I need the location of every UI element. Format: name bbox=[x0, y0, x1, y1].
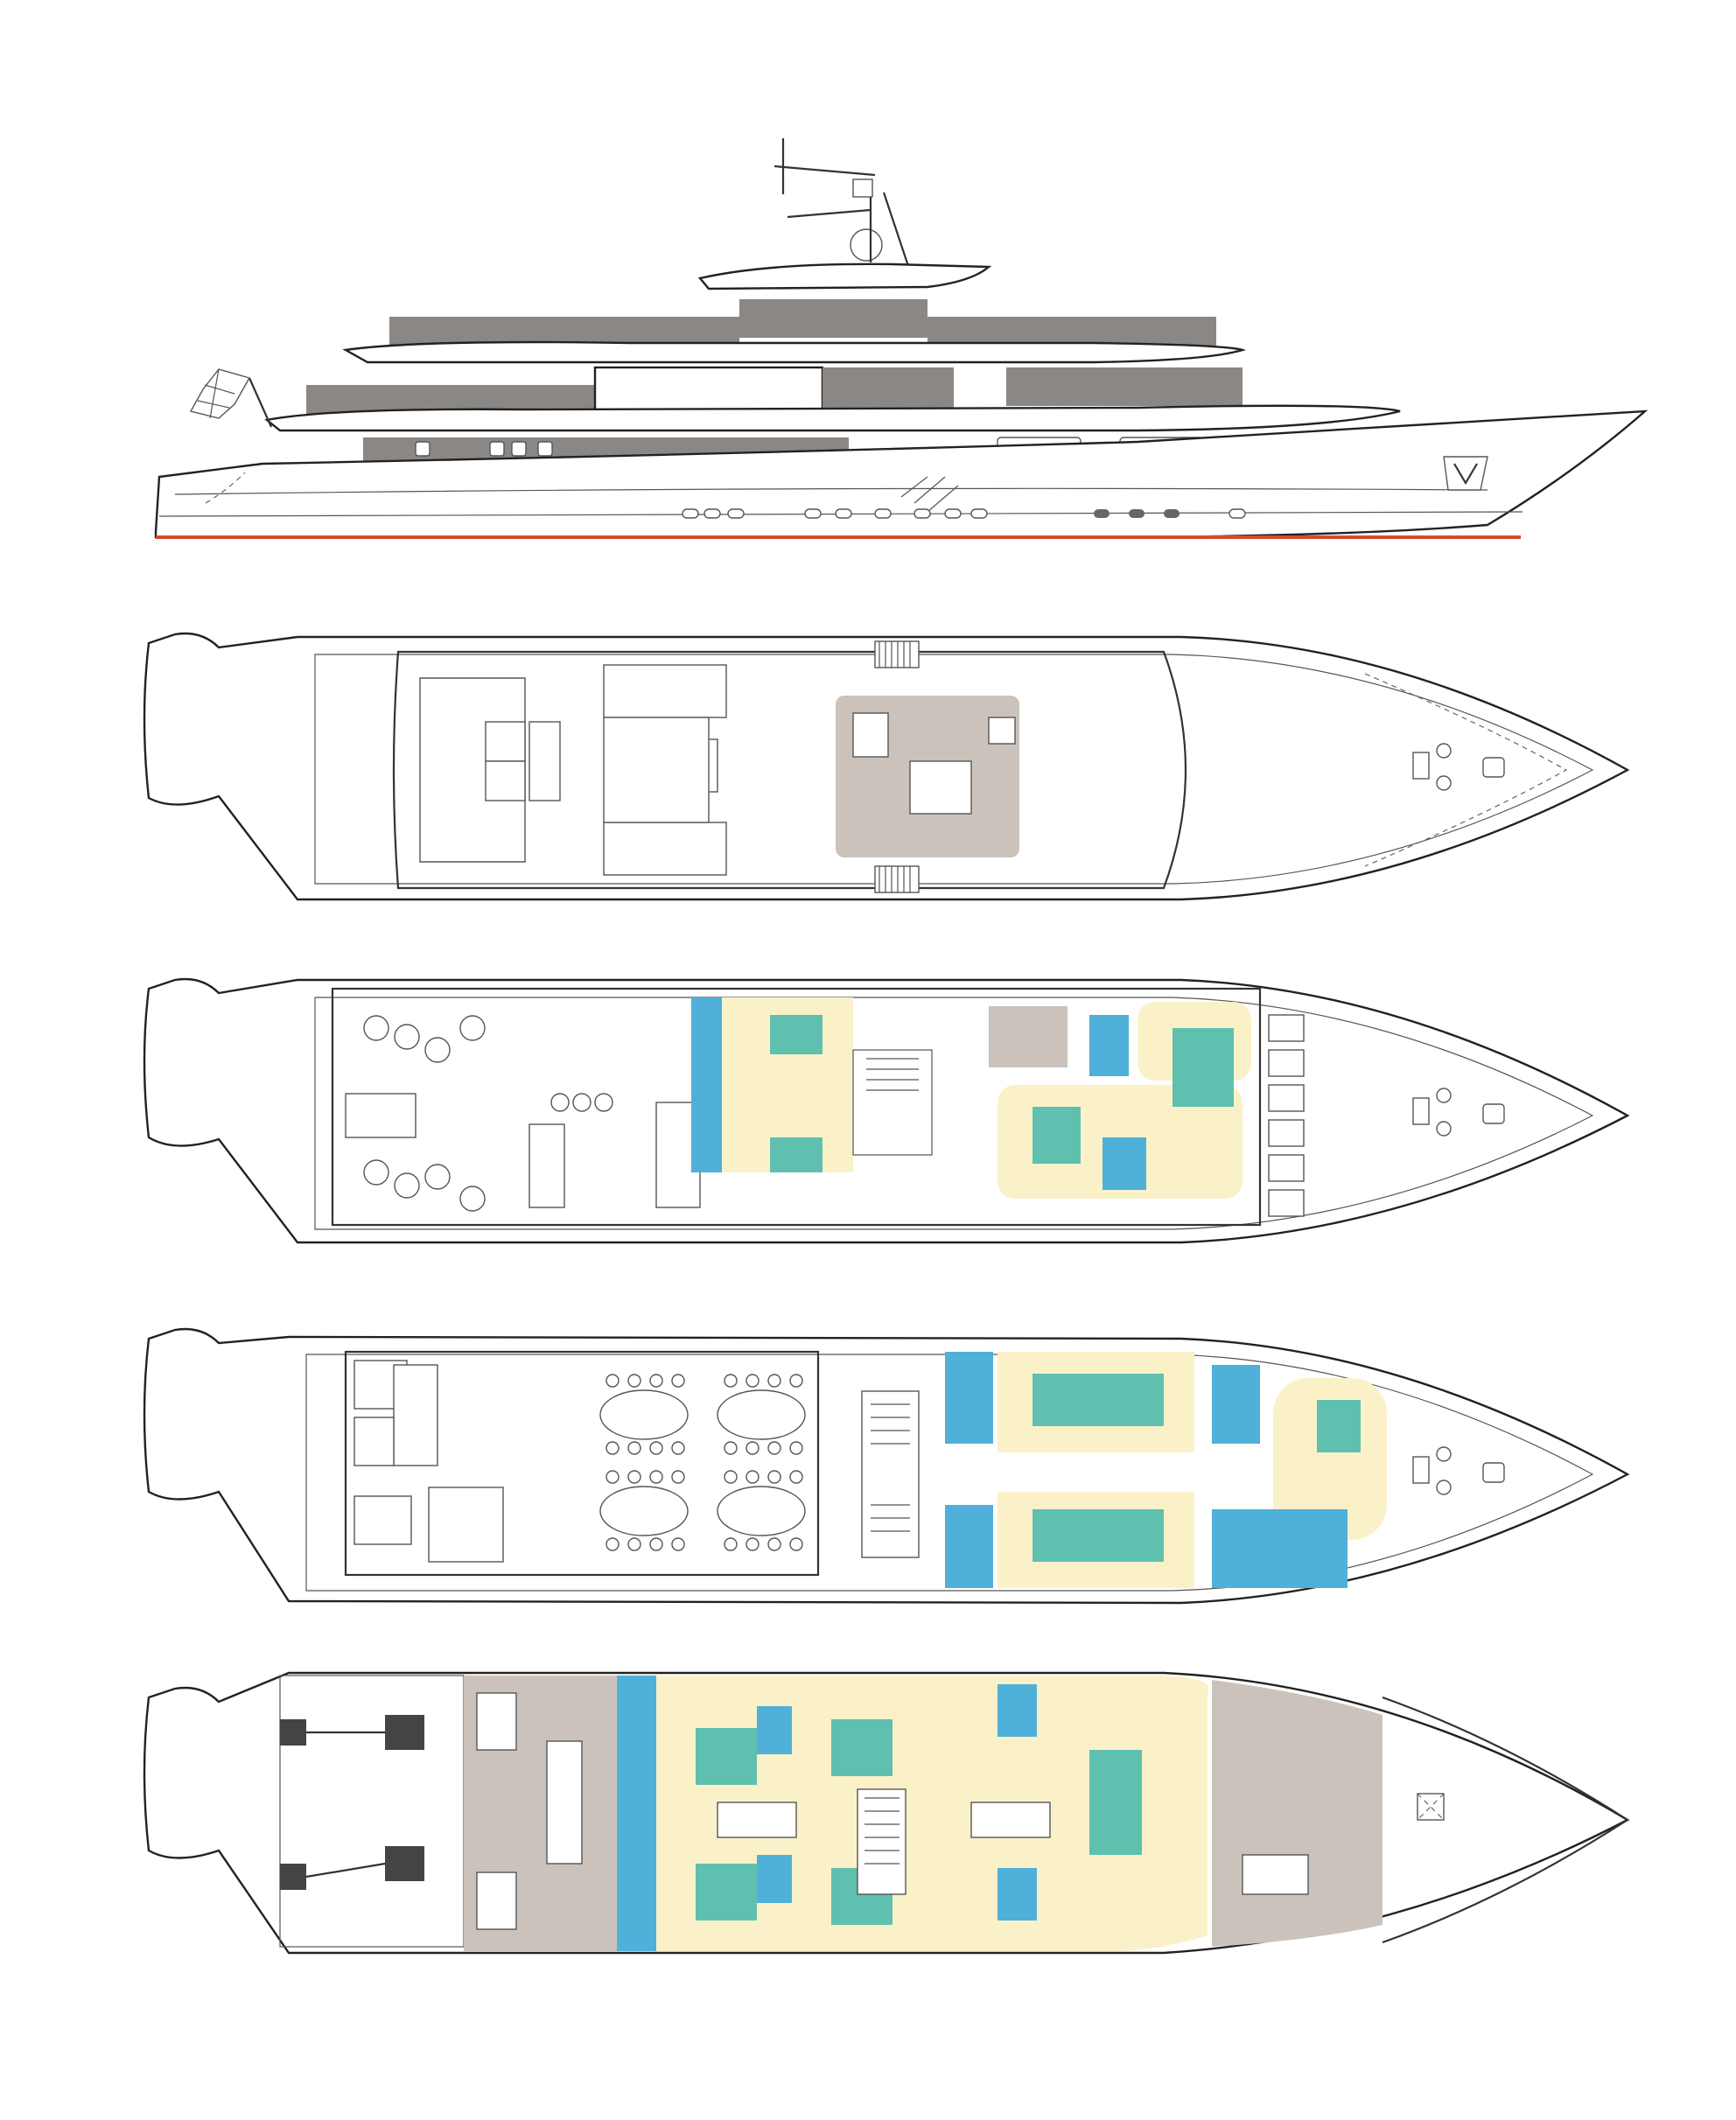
chairs bbox=[606, 1374, 803, 1551]
bath bbox=[998, 1868, 1037, 1921]
crew-forward bbox=[1212, 1680, 1382, 1947]
vip-bath bbox=[1212, 1509, 1348, 1588]
lower-deck-plan bbox=[143, 1671, 1630, 1955]
galley bbox=[393, 1364, 438, 1466]
hardtop bbox=[697, 262, 992, 290]
dining-tables bbox=[599, 1389, 806, 1536]
profile-view bbox=[154, 138, 1648, 539]
stair-core bbox=[852, 1049, 933, 1156]
bed bbox=[1032, 1509, 1164, 1562]
guest-bath-fwd bbox=[1102, 1137, 1146, 1190]
main-saloon bbox=[344, 1350, 820, 1577]
bed bbox=[696, 1728, 757, 1785]
bed bbox=[1317, 1400, 1361, 1452]
portholes bbox=[415, 441, 1246, 519]
flybridge-band bbox=[739, 299, 928, 338]
bed bbox=[831, 1719, 892, 1776]
guest-bath-aft bbox=[691, 997, 722, 1172]
upper-deck-plan bbox=[143, 977, 1630, 1244]
bath bbox=[757, 1855, 792, 1903]
stair-core bbox=[861, 1390, 920, 1558]
anchor-icon bbox=[1443, 456, 1488, 491]
windlass-icon bbox=[1412, 1446, 1505, 1495]
sun-deck-overhang bbox=[342, 340, 1247, 364]
bath bbox=[998, 1684, 1037, 1737]
owner-bath bbox=[1212, 1365, 1260, 1444]
jacuzzi bbox=[603, 717, 710, 823]
bed bbox=[1032, 1374, 1164, 1426]
engine-icon bbox=[280, 1715, 424, 1890]
upper-deck-line bbox=[264, 404, 1401, 432]
upper-deck-hull bbox=[143, 977, 1630, 1244]
bed bbox=[909, 760, 972, 815]
master-bath bbox=[1089, 1015, 1129, 1076]
stair-core bbox=[857, 1788, 906, 1895]
sun-deck-band-fwd bbox=[928, 317, 1216, 346]
guest-bath-starboard bbox=[945, 1505, 993, 1588]
dining-tables bbox=[603, 664, 727, 876]
ensign-flag-icon bbox=[189, 368, 273, 428]
guest-cabins-lower bbox=[656, 1676, 1209, 1951]
bed bbox=[1089, 1750, 1142, 1855]
sun-deck-plan bbox=[143, 632, 1630, 901]
windlass-icon bbox=[1412, 1088, 1505, 1137]
hull-profile bbox=[154, 409, 1648, 539]
upper-lounge bbox=[331, 987, 1262, 1227]
crew-bath bbox=[617, 1676, 656, 1951]
sun-loungers bbox=[1268, 1014, 1305, 1217]
bed bbox=[770, 1015, 822, 1054]
main-deck-plan bbox=[143, 1327, 1630, 1605]
radome-icon bbox=[850, 228, 883, 262]
mast bbox=[774, 138, 912, 272]
bed bbox=[696, 1864, 757, 1921]
stairs bbox=[874, 640, 920, 893]
waterline-boot-top bbox=[156, 535, 1521, 539]
bed bbox=[1172, 1028, 1234, 1107]
bed bbox=[1032, 1107, 1081, 1164]
guest-bath-port bbox=[945, 1352, 993, 1444]
sun-deck-superstructure bbox=[392, 650, 1187, 890]
crew-mess bbox=[989, 1006, 1068, 1067]
bath bbox=[757, 1706, 792, 1754]
upper-deck-band-fwd bbox=[1006, 367, 1242, 406]
bed bbox=[770, 1137, 822, 1172]
lounge-chairs bbox=[363, 1015, 613, 1212]
windlass-icon bbox=[1412, 743, 1505, 791]
